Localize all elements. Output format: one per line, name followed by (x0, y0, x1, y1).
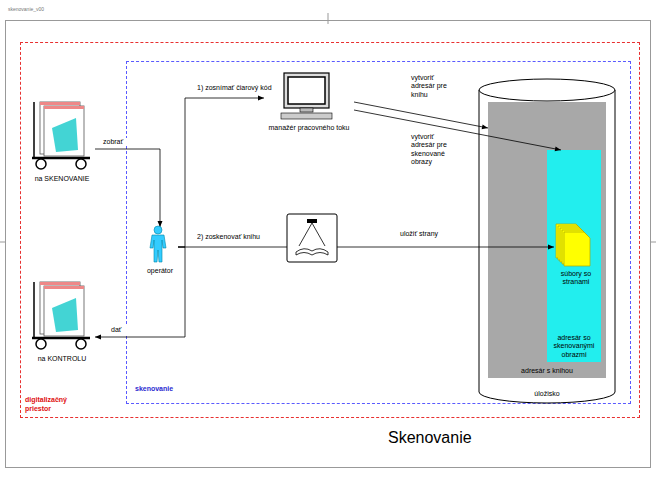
label-text: vytvoriť adresár pre knihu (410, 74, 458, 99)
storage-cylinder: úložisko adresár s knihou adresár so skeno… (478, 78, 616, 404)
computer-icon (281, 73, 332, 119)
text-holder: vytvoriť adresár pre knihu (410, 74, 458, 99)
text-holder: zobrať (102, 138, 142, 146)
connector (354, 102, 488, 129)
label-text: dať (110, 326, 150, 334)
text-holder: 2) zoskenovať knihu (196, 233, 276, 241)
label-text: manažér pracovného toku (264, 124, 354, 132)
label-text: vytvoriť adresár pre skenované obrazy (410, 133, 458, 167)
file-stack-icon (556, 224, 590, 266)
scanner-icon (287, 214, 337, 262)
text-holder: vytvoriť adresár pre skenované obrazy (410, 133, 458, 167)
label-text: na KONTROLU (29, 355, 95, 363)
label-text: na SKENOVANIE (29, 175, 95, 183)
label-text: 2) zoskenovať knihu (196, 233, 276, 241)
label-text: 1) zosnímať čiarový kód (196, 84, 276, 92)
text-holder: skenovanie_v00 (8, 6, 88, 12)
text-holder: na SKENOVANIE (29, 175, 95, 183)
text-holder: dať (110, 326, 150, 334)
text-holder: 1) zosnímať čiarový kód (196, 84, 276, 92)
connector (354, 110, 561, 151)
connector (95, 149, 163, 227)
text-holder: operátor (132, 267, 188, 275)
text-holder: digitalizačný priestor (25, 396, 87, 413)
label-text: zobrať (102, 138, 142, 146)
text-holder: Skenovanie (388, 428, 548, 447)
connector (178, 245, 554, 250)
cart-icon (32, 282, 90, 349)
text-holder: manažér pracovného toku (264, 124, 354, 132)
text-holder: súbory so stranami (552, 270, 600, 287)
connector (178, 96, 264, 248)
label-text: operátor (132, 267, 188, 275)
label-text: skenovanie_v00 (8, 6, 88, 12)
label-text: súbory so stranami (552, 270, 600, 287)
label-text: adresár s knihou (488, 367, 606, 375)
cart-icon (32, 102, 90, 169)
text-holder: adresár s knihou (488, 367, 606, 375)
tick-mark (0, 242, 6, 243)
text-holder: skenovanie (135, 385, 205, 393)
text-holder: uložiť strany (400, 230, 460, 238)
text-holder: adresár so skenovanými obrazmi (549, 334, 599, 359)
label-text: uložiť strany (400, 230, 460, 238)
tick-mark (650, 242, 656, 243)
label-text: úložisko (478, 390, 616, 398)
label-text: Skenovanie (388, 428, 548, 447)
operator-icon (150, 226, 166, 262)
label-text: digitalizačný priestor (25, 396, 87, 413)
page-frame (6, 21, 651, 468)
connector (95, 247, 185, 340)
text-holder: na KONTROLU (29, 355, 95, 363)
text-holder: úložisko (478, 390, 616, 398)
tick-mark (328, 13, 329, 24)
label-text: adresár so skenovanými obrazmi (549, 334, 599, 359)
label-text: skenovanie (135, 385, 205, 393)
